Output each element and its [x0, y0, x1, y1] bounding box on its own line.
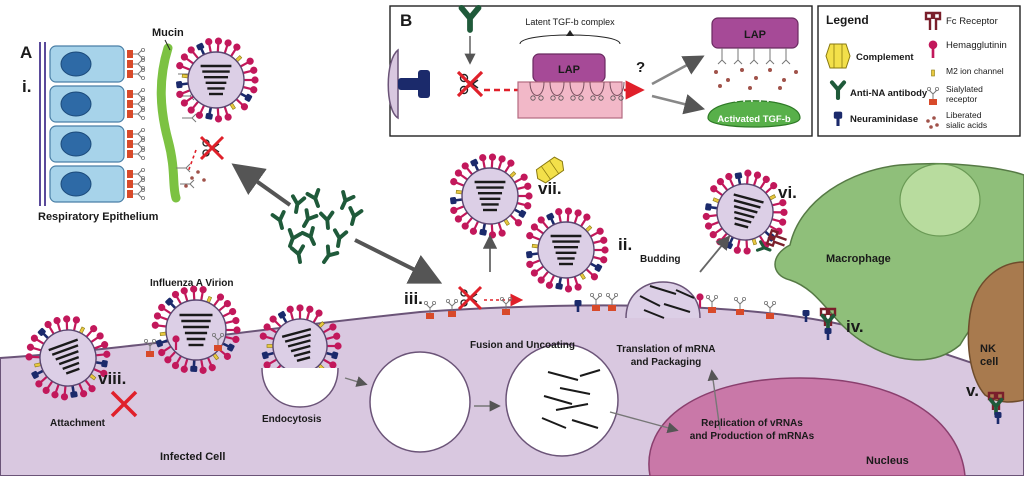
roman-v: v.: [966, 381, 979, 400]
virion-budding-ii: [524, 206, 610, 294]
panel-a-letter: A: [20, 43, 32, 62]
legend-fc: Fc Receptor: [946, 16, 998, 27]
roman-iv: iv.: [846, 317, 864, 336]
attachment-label: Attachment: [50, 418, 106, 429]
legend-ha: Hemagglutinin: [946, 40, 1007, 51]
complement-icon: [825, 43, 851, 69]
legend-title: Legend: [826, 13, 869, 27]
fusion-label: Fusion and Uncoating: [470, 340, 575, 351]
virion-panel-a: [174, 36, 260, 124]
lap-label-right: LAP: [744, 29, 766, 41]
sialic-acid-icon: [926, 116, 939, 129]
scissors-icon-a: [199, 135, 225, 161]
nk-cell: [967, 261, 1024, 403]
endosome: [369, 351, 471, 453]
m2-channel-icon: [931, 69, 935, 77]
macrophage-label: Macrophage: [826, 253, 891, 265]
macrophage-nucleus: [899, 163, 981, 237]
lap-label: LAP: [558, 64, 580, 76]
legend-box: [817, 5, 1021, 137]
virion-label: Influenza A Virion: [150, 278, 234, 289]
endocytosis-label: Endocytosis: [262, 414, 322, 425]
infected-cell-label: Infected Cell: [160, 451, 225, 463]
respiratory-epithelium: [49, 45, 146, 203]
activated-tgf: [707, 100, 801, 128]
roman-i: i.: [22, 77, 31, 96]
roman-vii: vii.: [538, 179, 562, 198]
panel-b-cell-edge: [387, 48, 399, 120]
liberated-sialic-dots: [714, 68, 798, 90]
complement-on-virion: [535, 156, 565, 184]
legend-neuraminidase: Neuraminidase: [850, 114, 918, 125]
latent-complex-label: Latent TGF-b complex: [525, 17, 615, 27]
nucleus-label: Nucleus: [866, 455, 909, 467]
mucin-label: Mucin: [152, 27, 184, 39]
roman-viii: viii.: [98, 369, 126, 388]
legend-antibody: Anti-NA antibody: [850, 88, 928, 99]
vrna-segments: [541, 369, 601, 429]
epithelium-label: Respiratory Epithelium: [38, 211, 159, 223]
virion-complement: [448, 152, 534, 240]
sialic-loops: [529, 81, 625, 101]
legend-complement: Complement: [856, 52, 914, 63]
lap-hooks: [717, 48, 791, 65]
endocytosis-pocket: [261, 367, 339, 408]
lap-box-right: [711, 17, 799, 49]
roman-ii: ii.: [618, 235, 632, 254]
panel-b-letter: B: [400, 11, 412, 30]
question-mark: ?: [636, 59, 645, 76]
virion-attachment: [24, 314, 112, 402]
scissors-icon: [456, 70, 484, 98]
virion-endocytosis: [257, 303, 343, 389]
roman-iii: iii.: [404, 289, 423, 308]
fusion-endosome: [505, 343, 619, 457]
activated-tgf-label: Activated TGF-b: [717, 114, 791, 125]
nucleus: [648, 377, 966, 477]
blocked-attachment-x: [110, 390, 138, 418]
legend-m2: M2 ion channel: [946, 66, 1004, 76]
scissors-icon-iii: [457, 285, 483, 311]
roman-vi: vi.: [778, 183, 797, 202]
virion-macrophage-vi: [701, 168, 789, 256]
virion-influenza-a: [150, 284, 242, 376]
budding-label: Budding: [640, 254, 681, 265]
mucin: [156, 43, 181, 203]
